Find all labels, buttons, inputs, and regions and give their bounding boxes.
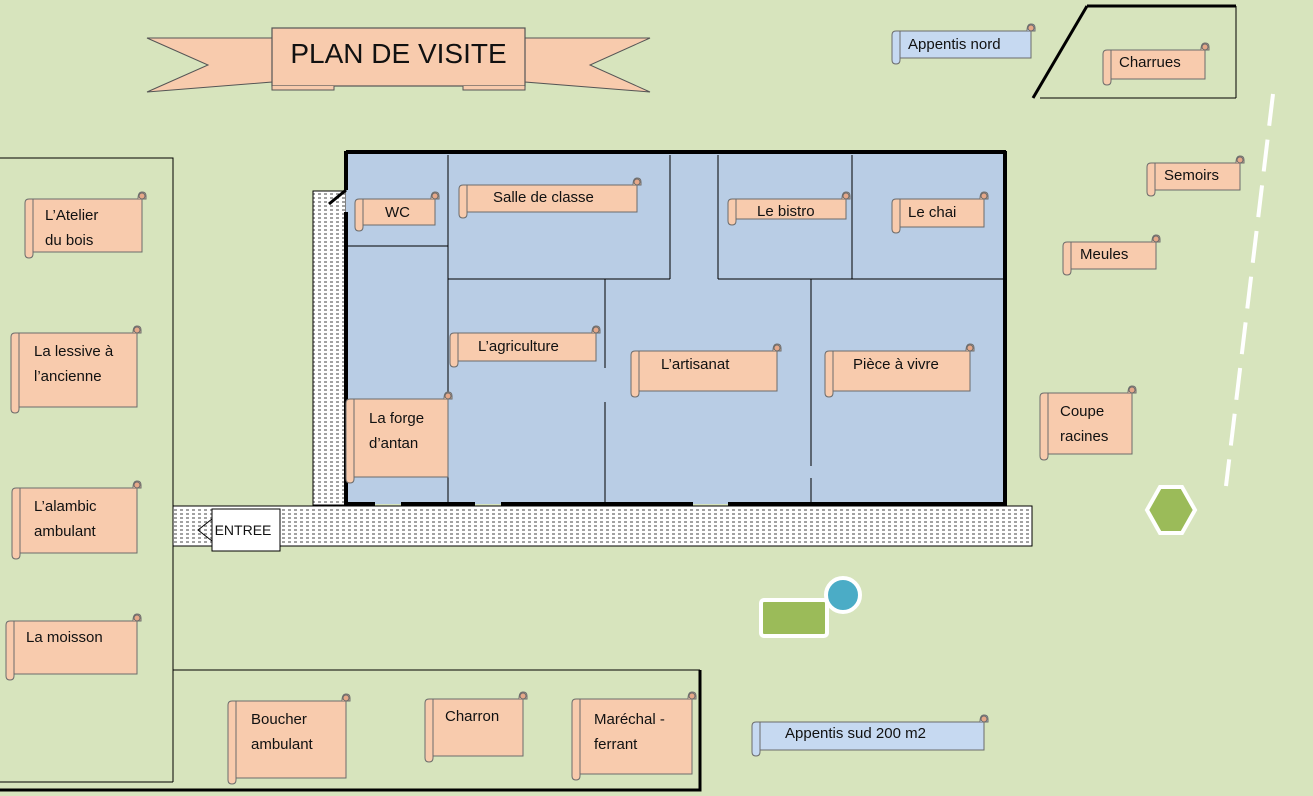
scroll-labels bbox=[5, 23, 1245, 785]
room-chai-label: Le chai bbox=[908, 204, 957, 221]
scroll-atelier bbox=[24, 191, 147, 259]
charrues-enclosure bbox=[1031, 4, 1237, 99]
scroll-semoirs bbox=[1146, 155, 1245, 197]
scroll-boucher bbox=[227, 693, 351, 785]
title-banner bbox=[146, 27, 651, 93]
zone-moisson-label: La moisson bbox=[26, 629, 103, 646]
entrance-marker bbox=[197, 508, 281, 552]
zone-atelier-du-bois-label: L’Atelier du bois bbox=[45, 207, 99, 249]
scroll-coupe-racines bbox=[1039, 385, 1137, 461]
zone-alambic-label: L’alambic ambulant bbox=[34, 498, 97, 540]
scroll-charron bbox=[424, 691, 528, 763]
room-bistro-label: Le bistro bbox=[757, 203, 815, 220]
blue-circle-shape bbox=[824, 576, 862, 614]
zone-marechal-label: Maréchal - ferrant bbox=[594, 711, 665, 753]
scroll-meules bbox=[1062, 234, 1161, 276]
zone-charrues-label: Charrues bbox=[1119, 54, 1181, 71]
page-title: PLAN DE VISITE bbox=[290, 38, 507, 69]
dashed-path bbox=[1224, 93, 1275, 487]
scroll-agriculture bbox=[449, 325, 601, 368]
zone-boucher-label: Boucher ambulant bbox=[251, 711, 313, 753]
entrance-label: ENTREE bbox=[214, 522, 272, 538]
room-piece-a-vivre-label: Pièce à vivre bbox=[853, 356, 939, 373]
scroll-lessive bbox=[10, 325, 142, 414]
room-salle-de-classe-label: Salle de classe bbox=[493, 189, 594, 206]
enclosure-lines bbox=[0, 157, 702, 792]
zone-coupe-racines-label: Coupe racines bbox=[1060, 403, 1109, 445]
zone-lessive-label: La lessive à l’ancienne bbox=[34, 343, 114, 385]
scroll-forge bbox=[345, 391, 453, 484]
zone-semoirs-label: Semoirs bbox=[1164, 167, 1220, 184]
room-wc-label: WC bbox=[385, 204, 410, 221]
room-forge-label: La forge d’antan bbox=[369, 410, 425, 452]
scroll-bistro bbox=[727, 191, 851, 226]
green-rectangle-shape bbox=[759, 598, 829, 638]
scroll-marechal bbox=[571, 691, 697, 781]
scroll-appentis-sud bbox=[751, 714, 989, 757]
zone-meules-label: Meules bbox=[1080, 246, 1129, 263]
zone-appentis-sud-label: Appentis sud 200 m2 bbox=[785, 725, 926, 742]
scroll-artisanat bbox=[630, 343, 782, 398]
zone-charron-label: Charron bbox=[445, 708, 500, 725]
scroll-appentis-nord bbox=[891, 23, 1036, 65]
room-agriculture-label: L’agriculture bbox=[478, 338, 559, 355]
hexagon-shape bbox=[1144, 485, 1198, 535]
scroll-piece-a-vivre bbox=[824, 343, 975, 398]
zone-appentis-nord-label: Appentis nord bbox=[908, 36, 1001, 53]
room-artisanat-label: L’artisanat bbox=[661, 356, 730, 373]
scroll-charrues bbox=[1102, 42, 1210, 86]
scroll-wc bbox=[354, 191, 440, 232]
scroll-moisson bbox=[5, 613, 142, 681]
walkway bbox=[172, 190, 1033, 547]
scroll-salle-de-classe bbox=[458, 177, 642, 219]
scroll-alambic bbox=[11, 480, 142, 560]
scroll-chai bbox=[891, 191, 989, 234]
